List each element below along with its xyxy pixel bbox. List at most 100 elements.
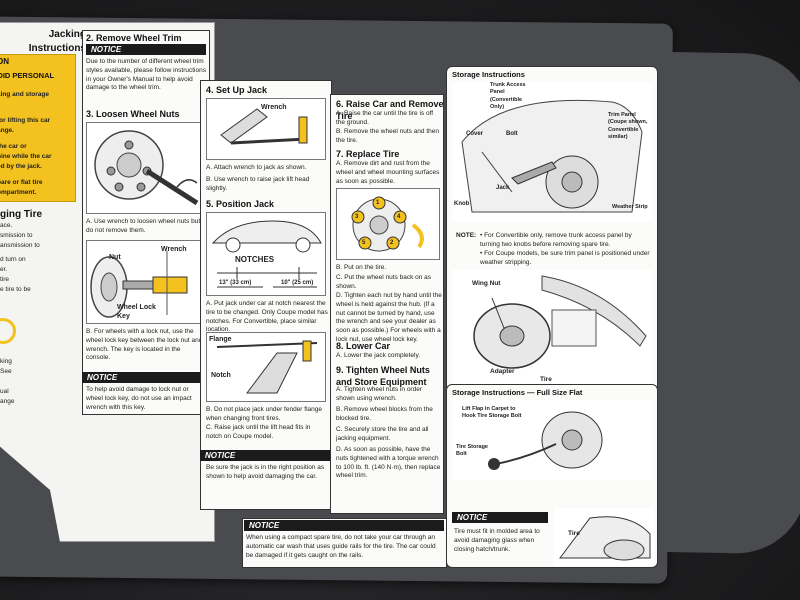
step-5-notice-text: Be sure the jack is in the right positio… xyxy=(206,464,325,480)
storage-full-title: Storage Instructions — Full Size Flat xyxy=(452,388,583,397)
lock-key-drawing xyxy=(90,251,188,318)
step-9d-text: D. As soon as possible, have the nuts ti… xyxy=(336,446,441,480)
section-line: ace. xyxy=(0,222,13,229)
section-line: ual xyxy=(0,388,9,395)
panel-title: Jacking Instructions xyxy=(28,29,86,54)
section-line: ange xyxy=(0,398,15,405)
note-coupe: • For Coupe models, be sure trim panel i… xyxy=(480,250,650,266)
jacking-instructions-label: Jacking Instructions ON OID PERSONAL kin… xyxy=(0,22,800,582)
steps-2-3-panel xyxy=(82,30,210,415)
section-line: er. xyxy=(0,266,8,273)
storage-full-notice-text: Tire must fit in molded area to avoid da… xyxy=(454,528,540,553)
flange-illustration: Flange Notch xyxy=(206,332,326,402)
car-notch-drawing xyxy=(211,220,322,288)
trim-panel-callout: Trim Panel (Coupe shown, Convertible sim… xyxy=(608,112,648,141)
step-4a-text: A. Attach wrench to jack as shown. xyxy=(206,164,307,171)
note-convertible: • For Convertible only, remove trunk acc… xyxy=(480,232,632,248)
step-9b-text: B. Remove wheel blocks from the blocked … xyxy=(336,406,433,422)
nut-callout: Nut xyxy=(109,254,121,261)
step-5-title: 5. Position Jack xyxy=(206,199,275,209)
jack-drawing xyxy=(220,108,308,145)
lock-key-callout: Wheel Lock Key xyxy=(117,304,156,321)
bolt-callout: Bolt xyxy=(506,131,518,137)
jack-callout: Jack xyxy=(496,185,510,191)
step-5b-text: B. Do not place jack under fender flange… xyxy=(206,406,322,422)
warning-line: ompartment. xyxy=(0,189,37,196)
step-7b-text: B. Put on the tire. xyxy=(336,264,387,271)
warning-line: ed by the jack. xyxy=(0,163,42,170)
notch-position-illustration: NOTCHES 13" (33 cm) 10" (25 cm) xyxy=(206,212,326,296)
warning-line: ange. xyxy=(0,127,14,134)
storage-title: Storage Instructions xyxy=(452,70,525,79)
step-9a-text: A. Tighten wheel nuts in order shown usi… xyxy=(336,386,422,402)
notch-callout: Notch xyxy=(211,372,231,379)
step-2-title: 2. Remove Wheel Trim xyxy=(86,33,182,43)
lift-flap-callout: Lift Flap in Carpet to Hook Tire Storage… xyxy=(462,406,522,420)
nut-number: 3 xyxy=(355,214,359,220)
nut-order-illustration: 1 2 3 4 5 xyxy=(336,188,440,260)
step-8a-text: A. Lower the jack completely. xyxy=(336,352,421,359)
notice-label: NOTICE xyxy=(86,44,206,55)
step-7a-text: A. Remove dirt and rust from the wheel a… xyxy=(336,160,440,185)
warning-heading: ON xyxy=(0,57,9,66)
wrench-callout: Wrench xyxy=(161,246,187,253)
spare-mount-drawing xyxy=(473,275,647,369)
step-6-title: 6. Raise Car and Remove Tire xyxy=(336,99,444,122)
weather-strip-callout: Weather Strip xyxy=(612,204,648,210)
warning-box: ON OID PERSONAL king and storage for lif… xyxy=(0,54,76,202)
section-line: ansmission to xyxy=(0,242,40,249)
warning-line: nine while the car xyxy=(0,153,52,160)
notches-label: NOTCHES xyxy=(235,255,275,264)
note-label: NOTE: xyxy=(456,232,477,239)
step-9c-text: C. Securely store the tire and all jacki… xyxy=(336,426,429,442)
yellow-ring-icon xyxy=(0,318,16,344)
tire-hook-drawing xyxy=(488,411,603,470)
step-3-notice-text: To help avoid damage to lock nut or whee… xyxy=(86,386,192,411)
trunk-panel-callout: Trunk Access Panel (Convertible Only) xyxy=(490,82,526,111)
warning-line: the car or xyxy=(0,143,27,150)
step-7c-text: C. Put the wheel nuts back on as shown. xyxy=(336,274,432,290)
step-9-title: 9. Tighten Wheel Nuts and Store Equipmen… xyxy=(336,365,430,388)
nut-number: 2 xyxy=(390,240,394,246)
step-3a-text: A. Use wrench to loosen wheel nuts but d… xyxy=(86,218,201,234)
notice-label: NOTICE xyxy=(200,450,332,461)
nut-number: 4 xyxy=(397,214,401,220)
steps-6-9-panel xyxy=(330,94,444,514)
notice-label: NOTICE xyxy=(452,512,548,523)
adapter-callout: Adapter xyxy=(490,368,515,375)
warning-line: for lifting this car xyxy=(0,117,51,124)
wheel-wrench-drawing xyxy=(94,130,199,206)
step-6a-text: A. Raise the car until the tire is off t… xyxy=(336,110,434,126)
dimension-rear: 10" (25 cm) xyxy=(281,280,314,286)
step-5a-text: A. Put jack under car at notch nearest t… xyxy=(206,300,328,334)
trunk-drawing xyxy=(461,99,643,213)
section-line: king xyxy=(0,358,12,365)
nut-order-drawing xyxy=(351,196,424,252)
step-4-title: 4. Set Up Jack xyxy=(206,85,268,95)
step-7d-text: D. Tighten each nut by hand until the wh… xyxy=(336,292,442,343)
step-4b-text: B. Use wrench to raise jack lift head sl… xyxy=(206,176,310,192)
hatch-drawing xyxy=(559,516,651,561)
bottom-notice-text: When using a compact spare tire, do not … xyxy=(246,534,436,559)
storage-bolt-callout: Tire Storage Bolt xyxy=(456,444,488,458)
knob-callout: Knob xyxy=(454,201,470,207)
hatch-illustration: Tire xyxy=(554,508,654,566)
set-up-jack-illustration: Wrench xyxy=(206,98,326,160)
section-heading: ging Tire xyxy=(0,209,43,220)
wing-nut-callout: Wing Nut xyxy=(472,280,501,287)
warning-line: king and storage xyxy=(0,91,50,98)
nut-number: 1 xyxy=(376,200,380,206)
step-2-notice-text: Due to the number of different wheel tri… xyxy=(86,58,206,92)
loosen-nuts-illustration xyxy=(86,122,206,214)
wrench-callout: Wrench xyxy=(261,104,287,111)
step-7-title: 7. Replace Tire xyxy=(336,149,400,159)
spare-mount-illustration: Wing Nut Adapter Tire xyxy=(452,270,652,388)
section-line: d turn on xyxy=(0,256,26,263)
section-line: smission to xyxy=(0,232,33,239)
step-6b-text: B. Remove the wheel nuts and then the ti… xyxy=(336,128,439,144)
step-3b-text: B. For wheels with a lock nut, use the w… xyxy=(86,328,203,362)
dimension-front: 13" (33 cm) xyxy=(219,280,252,286)
flange-callout: Flange xyxy=(209,336,232,343)
warning-line: pare or flat tire xyxy=(0,179,43,186)
full-size-tire-illustration: Lift Flap in Carpet to Hook Tire Storage… xyxy=(452,400,652,480)
